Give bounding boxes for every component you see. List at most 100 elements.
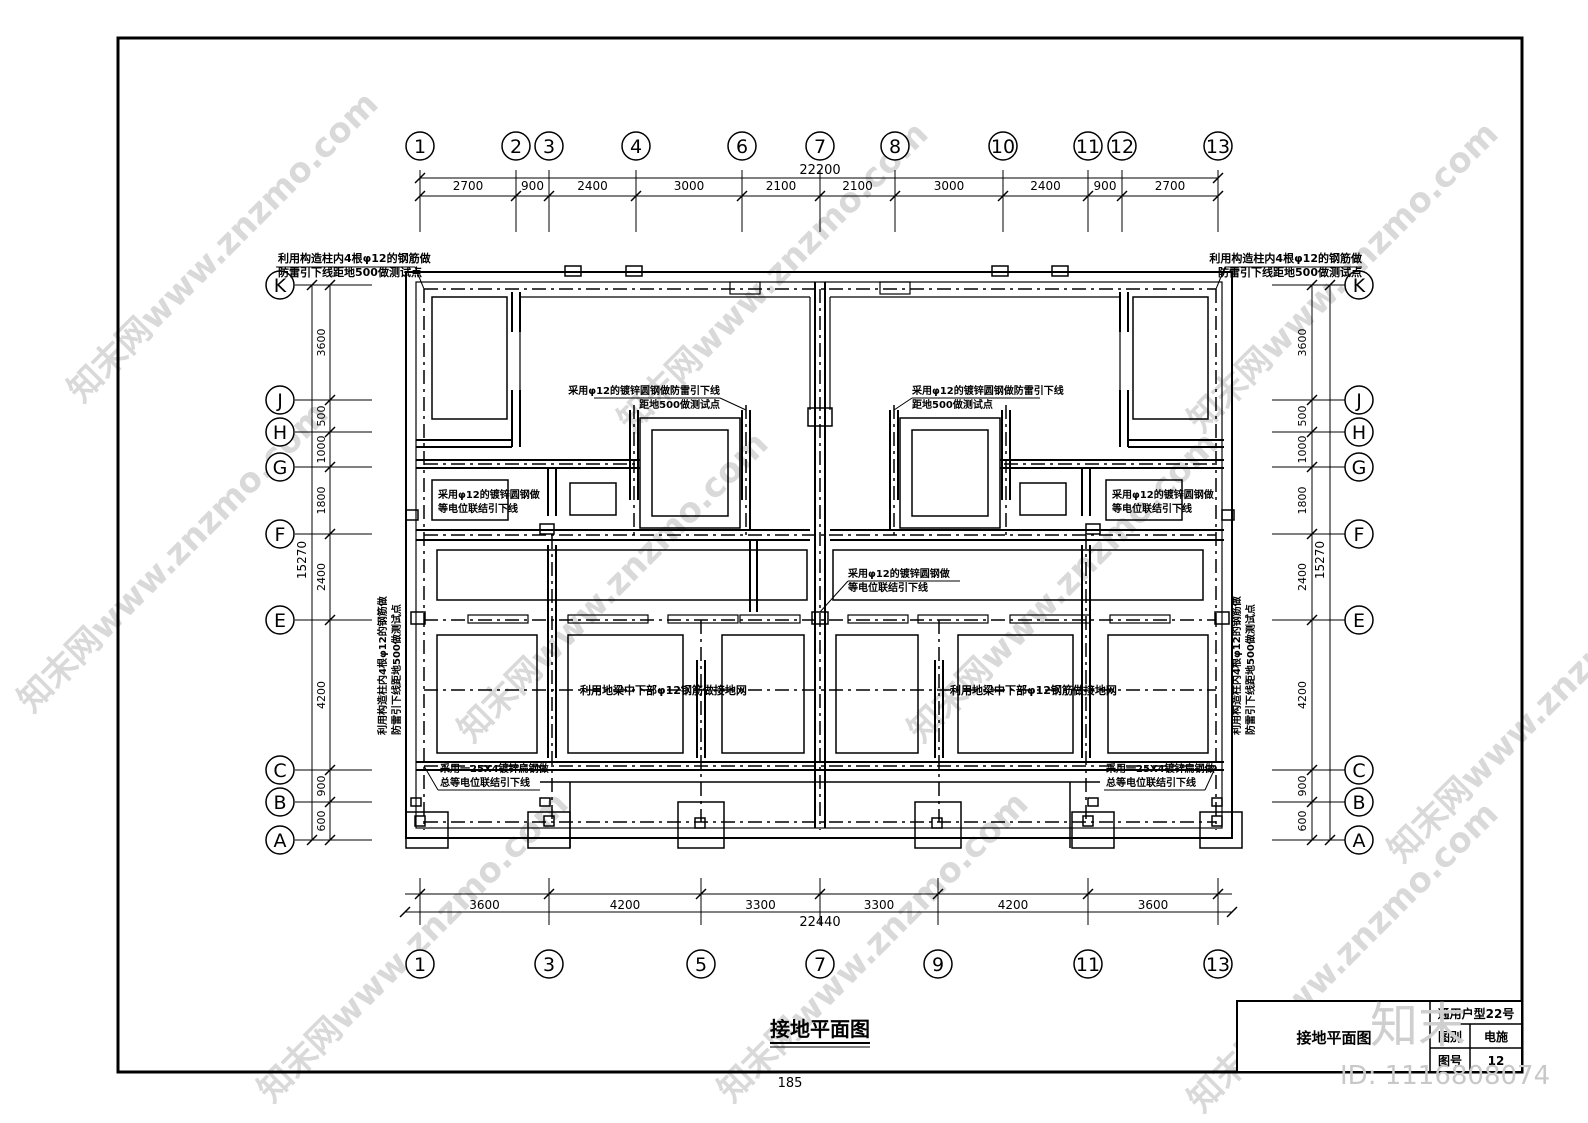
note-flat_left: 采用一25X4镀锌扁钢做 bbox=[439, 762, 550, 775]
dimension-tick bbox=[1226, 906, 1238, 918]
axis-label: C bbox=[273, 760, 286, 782]
leader bbox=[423, 765, 439, 791]
axis-label: E bbox=[1353, 610, 1365, 632]
room-left-small bbox=[569, 482, 617, 516]
dimension-label: 4200 bbox=[998, 898, 1029, 912]
axis-bubble bbox=[1203, 949, 1233, 979]
column bbox=[1211, 797, 1223, 807]
axis-label: H bbox=[273, 422, 287, 444]
footing bbox=[405, 811, 449, 849]
column bbox=[410, 611, 426, 625]
annotations: 利用构造柱内4根φ12的钢筋做防雷引下线距地500做测试点利用构造柱内4根φ12… bbox=[276, 251, 1363, 791]
dimension-tick bbox=[1306, 834, 1318, 846]
note-inner_top_right: 采用φ12的镀锌圆钢做防雷引下线 bbox=[911, 384, 1064, 397]
dimension-tick bbox=[324, 614, 336, 626]
dimension-tick bbox=[1212, 190, 1224, 202]
axis-bubble bbox=[534, 949, 564, 979]
beam bbox=[467, 614, 529, 624]
dimension-tick bbox=[1116, 190, 1128, 202]
axis-bubble bbox=[405, 131, 435, 161]
title-block-project: 通用户型22号 bbox=[1438, 1006, 1515, 1021]
axis-bubble bbox=[265, 605, 295, 635]
dimension-tick bbox=[1324, 834, 1336, 846]
axis-bubble bbox=[1344, 825, 1374, 855]
leader bbox=[819, 580, 849, 613]
axis-bubble bbox=[265, 825, 295, 855]
room bbox=[835, 634, 919, 754]
wall-notch bbox=[879, 281, 911, 295]
note-flat_right: 采用一25X4镀锌扁钢做 bbox=[1105, 762, 1216, 775]
note-side_left: 利用构造柱内4根φ12的钢筋做 bbox=[376, 595, 389, 735]
dimension-tick bbox=[1306, 528, 1318, 540]
dimension-tick bbox=[324, 279, 336, 291]
axis-label: H bbox=[1352, 422, 1366, 444]
column bbox=[410, 797, 422, 807]
axis-label: A bbox=[274, 830, 287, 852]
axis-bubble bbox=[1344, 452, 1374, 482]
axis-bubble bbox=[1073, 131, 1103, 161]
dimension-tick bbox=[543, 190, 555, 202]
axis-label: 9 bbox=[932, 954, 944, 976]
axis-label: 4 bbox=[630, 136, 642, 158]
note-side_left: 防雷引下线距地500做测试点 bbox=[390, 604, 403, 735]
room-right-top bbox=[1132, 296, 1209, 420]
dimension-tick bbox=[997, 190, 1009, 202]
axis-label: K bbox=[1353, 275, 1366, 297]
leader bbox=[1215, 266, 1226, 290]
wall-pilaster bbox=[625, 265, 643, 277]
dimension-tick bbox=[324, 796, 336, 808]
dimension-tick bbox=[324, 426, 336, 438]
axis-label: B bbox=[1352, 792, 1365, 814]
room-right-stair bbox=[1105, 479, 1183, 521]
axis-bubble bbox=[988, 131, 1018, 161]
note-side_right: 利用构造柱内4根φ12的钢筋做 bbox=[1230, 595, 1243, 735]
axis-bubble bbox=[1344, 605, 1374, 635]
axis-label: 3 bbox=[543, 954, 555, 976]
axis-label: 11 bbox=[1076, 136, 1100, 158]
dimension-label: 500 bbox=[1296, 406, 1309, 427]
dimension-total: 22200 bbox=[799, 163, 840, 178]
beam bbox=[847, 614, 909, 624]
dimension-label: 2400 bbox=[1030, 179, 1061, 193]
axis-bubble bbox=[265, 452, 295, 482]
axis-label: 2 bbox=[510, 136, 522, 158]
dimension-tick bbox=[414, 190, 426, 202]
beam bbox=[1109, 614, 1171, 624]
room-left-long bbox=[436, 549, 808, 601]
axis-bubble bbox=[265, 787, 295, 817]
note-center: 采用φ12的镀锌圆钢做 bbox=[847, 567, 951, 580]
dimension-label: 2100 bbox=[766, 179, 797, 193]
core-right bbox=[899, 417, 1001, 529]
axis-label: 1 bbox=[414, 136, 426, 158]
dimension-label: 600 bbox=[1296, 811, 1309, 832]
dimension-total: 15270 bbox=[295, 541, 309, 579]
dimension-label: 3000 bbox=[674, 179, 705, 193]
dimension-tick bbox=[1306, 279, 1318, 291]
dimension-label: 3000 bbox=[934, 179, 965, 193]
dimension-tick bbox=[414, 172, 426, 184]
dimension-label: 2400 bbox=[315, 563, 328, 591]
axis-bubble bbox=[265, 755, 295, 785]
title-block-number-label: 图号 bbox=[1438, 1053, 1462, 1068]
dimension-label: 1800 bbox=[1296, 487, 1309, 515]
title-block-category-label: 图别 bbox=[1438, 1030, 1462, 1044]
axis-bubble bbox=[1344, 755, 1374, 785]
axis-label: 8 bbox=[889, 136, 901, 158]
room-left-stair bbox=[431, 479, 509, 521]
axis-label: 3 bbox=[543, 136, 555, 158]
note-corner_top_left: 防雷引下线距地500做测试点 bbox=[278, 265, 422, 279]
axis-bubble bbox=[1107, 131, 1137, 161]
beam bbox=[567, 614, 649, 624]
note-beam_left: 利用地梁中下部φ12钢筋做接地网 bbox=[580, 683, 747, 697]
dimension-tick bbox=[414, 888, 426, 900]
core-left bbox=[639, 417, 741, 529]
column bbox=[1221, 509, 1235, 521]
axis-label: E bbox=[274, 610, 286, 632]
dimension-tick bbox=[324, 461, 336, 473]
axis-bubble bbox=[686, 949, 716, 979]
dimension-tick bbox=[889, 190, 901, 202]
note-inner_top_right: 距地500做测试点 bbox=[912, 398, 993, 411]
dimension-label: 900 bbox=[521, 179, 544, 193]
beam bbox=[667, 614, 739, 624]
